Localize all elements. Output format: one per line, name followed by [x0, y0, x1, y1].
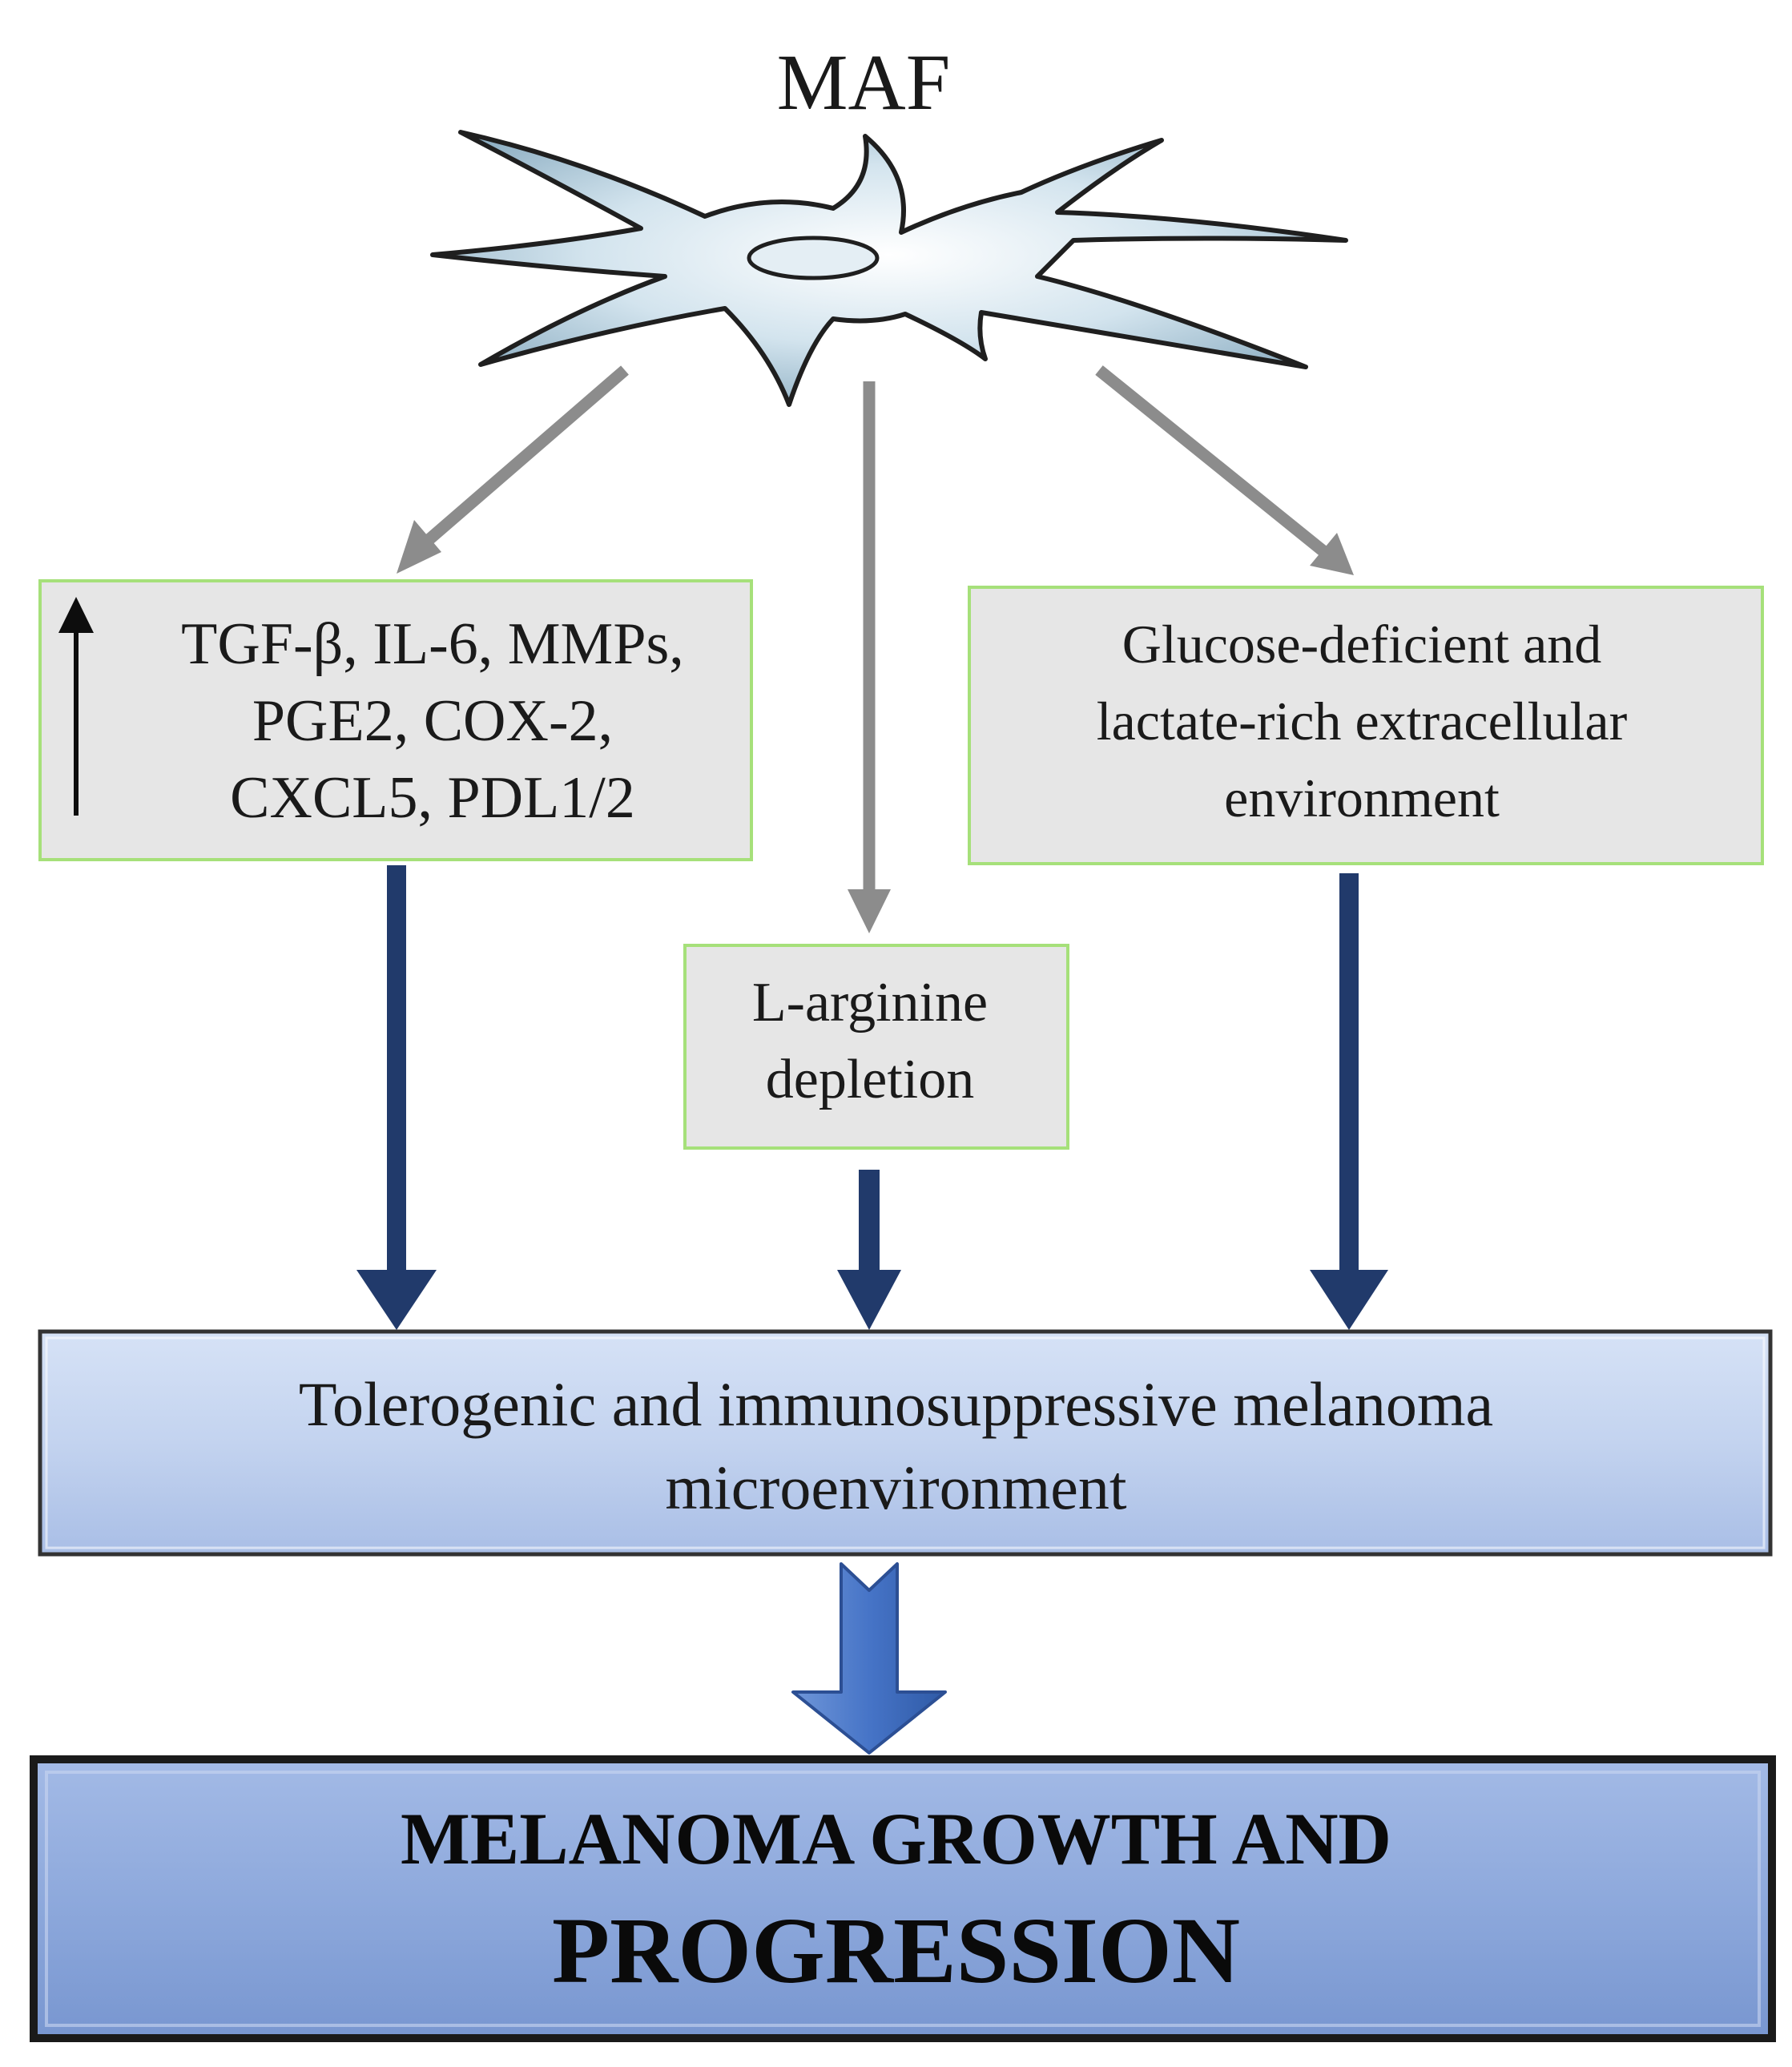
- arrow-cell-to-glucose: [1095, 365, 1354, 575]
- arginine-text: L-arginine depletion: [678, 941, 1062, 1142]
- glucose-line: lactate-rich extracellular: [1096, 691, 1628, 751]
- cytokines-line: PGE2, COX-2,: [252, 688, 614, 754]
- outcome-line: PROGRESSION: [552, 1898, 1240, 2003]
- arrow-glucose-to-environment: [1310, 873, 1388, 1330]
- glucose-text: Glucose-deficient and lactate-rich extra…: [969, 585, 1754, 857]
- cytokines-text: TGF-β, IL-6, MMPs, PGE2, COX-2, CXCL5, P…: [112, 585, 753, 857]
- arrow-cell-to-cytokines: [397, 365, 629, 574]
- box-glucose: [968, 586, 1764, 865]
- arginine-line: L-arginine: [751, 972, 989, 1034]
- box-arginine: [683, 944, 1069, 1150]
- arrow-environment-to-outcome: [791, 1562, 947, 1755]
- arginine-line: depletion: [765, 1049, 975, 1110]
- outcome-text: MELANOMA GROWTH AND PROGRESSION: [48, 1767, 1744, 2031]
- cytokines-line: TGF-β, IL-6, MMPs,: [181, 611, 684, 677]
- glucose-line: Glucose-deficient and: [1122, 614, 1602, 675]
- cell-nucleus: [747, 236, 880, 280]
- cell-label: MAF: [776, 38, 951, 127]
- microenvironment-line: Tolerogenic and immunosuppressive melano…: [298, 1369, 1494, 1439]
- arrow-arginine-to-environment: [837, 1170, 901, 1330]
- arrow-cytokines-to-environment: [356, 865, 437, 1330]
- fibroblast-cell-icon: [430, 130, 1348, 407]
- arrow-cell-to-arginine: [848, 381, 891, 933]
- box-outcome: [30, 1755, 1776, 2042]
- box-microenvironment: [38, 1329, 1773, 1557]
- box-cytokines: [38, 579, 753, 861]
- glucose-line: environment: [1224, 768, 1500, 828]
- outcome-line: MELANOMA GROWTH AND: [401, 1798, 1391, 1880]
- cytokines-line: CXCL5, PDL1/2: [230, 765, 635, 831]
- microenvironment-line: microenvironment: [665, 1453, 1127, 1522]
- microenvironment-text: Tolerogenic and immunosuppressive melano…: [48, 1334, 1744, 1558]
- cell-body: [430, 130, 1348, 407]
- up-arrow-icon: [58, 597, 94, 816]
